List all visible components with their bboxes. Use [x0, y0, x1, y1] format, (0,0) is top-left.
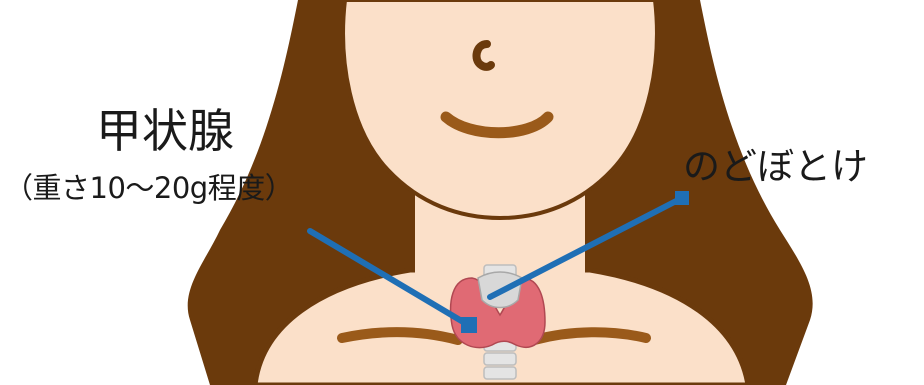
- adams-apple-label: のどぼとけ: [683, 148, 868, 185]
- thyroid-label: 甲状腺: [96, 108, 234, 154]
- thyroid-weight-label: （重さ10〜20g程度）: [4, 174, 293, 203]
